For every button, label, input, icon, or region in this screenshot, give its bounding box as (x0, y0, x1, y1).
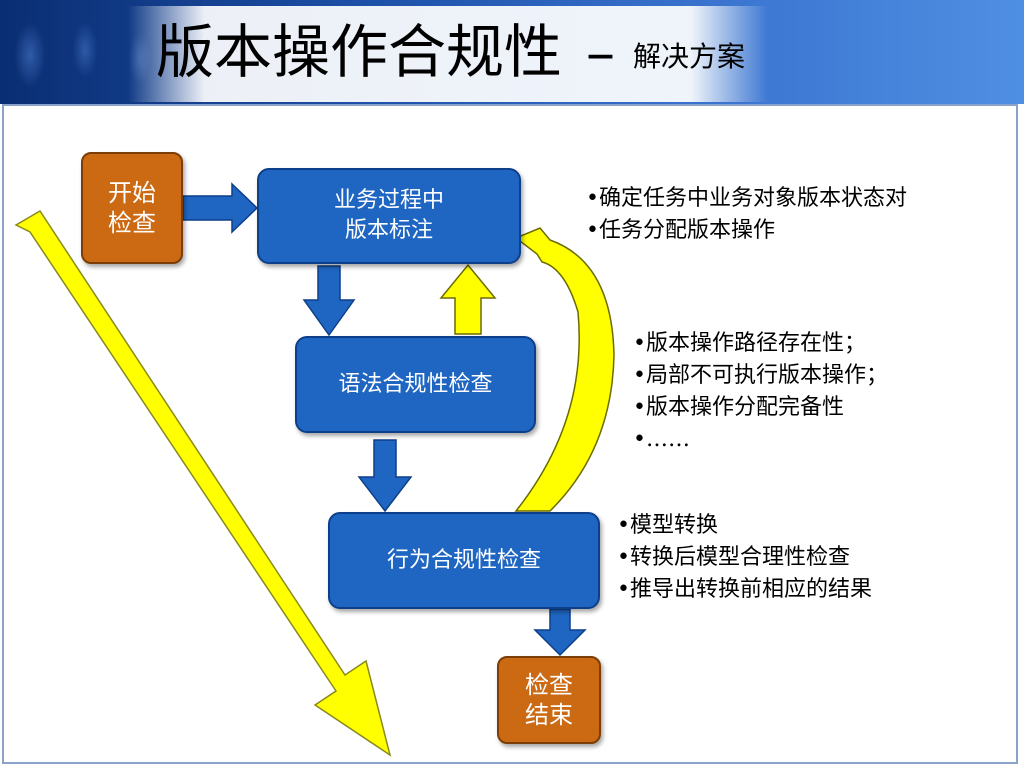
note-item: 模型转换 (617, 510, 872, 542)
arrow-behavior-to-end-icon (533, 608, 587, 657)
slide-title: 版本操作合规性–解决方案 (156, 12, 745, 97)
title-main: 版本操作合规性 (156, 18, 563, 86)
slide-header: 版本操作合规性–解决方案 (0, 0, 1024, 104)
syntax-compliance-node: 语法合规性检查 (295, 336, 536, 433)
content-frame (2, 104, 1018, 764)
title-subtitle: 解决方案 (633, 40, 746, 73)
start-check-node: 开始 检查 (81, 152, 183, 264)
note-item: …… (633, 424, 888, 456)
title-highlight-band (128, 6, 768, 102)
note-item: 推导出转换前相应的结果 (617, 574, 872, 606)
arrow-syntax-to-behavior-icon (357, 439, 413, 513)
title-dash: – (586, 18, 616, 86)
note-item: 局部不可执行版本操作； (633, 360, 888, 392)
annotation-notes: 确定任务中业务对象版本状态对 任务分配版本操作 (586, 183, 907, 247)
note-item: 任务分配版本操作 (586, 215, 907, 247)
note-item: 转换后模型合理性检查 (617, 542, 872, 574)
behavior-compliance-node: 行为合规性检查 (328, 512, 600, 609)
feedback-curved-arrow-icon (514, 227, 615, 512)
note-item: 确定任务中业务对象版本状态对 (586, 183, 907, 215)
arrow-start-to-annotation-icon (182, 182, 259, 234)
annotation-process-node: 业务过程中 版本标注 (257, 168, 521, 264)
syntax-notes: 版本操作路径存在性； 局部不可执行版本操作； 版本操作分配完备性 …… (633, 328, 888, 456)
arrow-syntax-to-annotation-icon (439, 263, 497, 335)
behavior-notes: 模型转换 转换后模型合理性检查 推导出转换前相应的结果 (617, 510, 872, 606)
note-item: 版本操作路径存在性； (633, 328, 888, 360)
note-item: 版本操作分配完备性 (633, 392, 888, 424)
arrow-annotation-to-syntax-icon (302, 265, 356, 337)
process-direction-arrow-icon (14, 209, 392, 757)
end-check-node: 检查 结束 (497, 656, 601, 744)
